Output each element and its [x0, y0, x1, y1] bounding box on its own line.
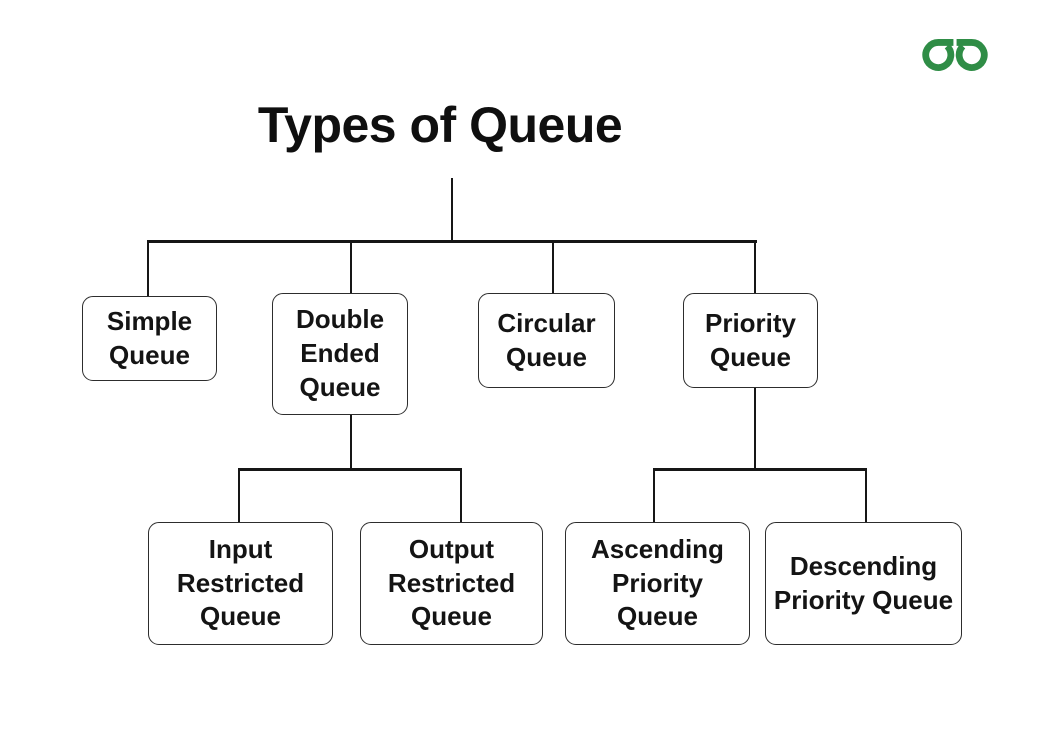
- node-label: Input Restricted Queue: [176, 533, 305, 632]
- node-label: Ascending Priority Queue: [591, 533, 724, 632]
- node-double-ended-queue: Double Ended Queue: [272, 293, 408, 415]
- geeksforgeeks-logo-icon: [921, 37, 989, 73]
- node-descending-priority-queue: Descending Priority Queue: [765, 522, 962, 645]
- connector-drop-output-restricted: [460, 468, 462, 523]
- connector-root-stem: [451, 178, 453, 242]
- connector-drop-input-restricted: [238, 468, 240, 523]
- node-label: Simple Queue: [106, 305, 193, 370]
- node-priority-queue: Priority Queue: [683, 293, 818, 388]
- node-simple-queue: Simple Queue: [82, 296, 217, 381]
- page-title: Types of Queue: [257, 97, 623, 153]
- node-label: Output Restricted Queue: [387, 533, 516, 632]
- node-ascending-priority-queue: Ascending Priority Queue: [565, 522, 750, 645]
- node-label: Descending Priority Queue: [773, 550, 954, 615]
- node-label: Priority Queue: [704, 307, 797, 372]
- connector-level1-rail: [147, 240, 757, 243]
- connector-priority-rail: [653, 468, 867, 471]
- connector-priority-stem: [754, 388, 756, 470]
- node-input-restricted-queue: Input Restricted Queue: [148, 522, 333, 645]
- node-circular-queue: Circular Queue: [478, 293, 615, 388]
- connector-drop-ascending: [653, 468, 655, 523]
- node-label: Circular Queue: [497, 307, 596, 372]
- connector-double-ended-rail: [238, 468, 462, 471]
- connector-drop-circular: [552, 240, 554, 294]
- node-output-restricted-queue: Output Restricted Queue: [360, 522, 543, 645]
- connector-double-ended-stem: [350, 414, 352, 470]
- connector-drop-priority: [754, 240, 756, 294]
- node-label: Double Ended Queue: [295, 304, 385, 402]
- connector-drop-double-ended: [350, 240, 352, 294]
- connector-drop-descending: [865, 468, 867, 523]
- connector-drop-simple: [147, 240, 149, 296]
